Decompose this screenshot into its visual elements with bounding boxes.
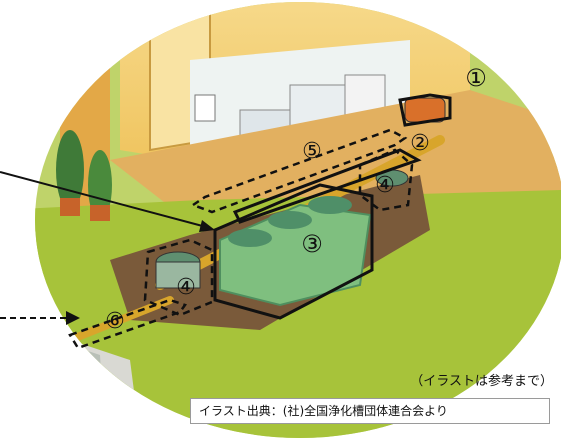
plant-1 — [56, 130, 84, 210]
plant-2 — [88, 150, 112, 220]
label-1: ① — [465, 64, 487, 92]
tank-lid-1 — [228, 229, 272, 247]
region-6-outline — [68, 298, 188, 350]
label-6: ⑥ — [105, 309, 125, 334]
tank-lid-2 — [268, 211, 312, 229]
label-4a: ④ — [176, 275, 196, 300]
reference-note: （イラストは参考まで） — [410, 374, 553, 389]
arrow-head-inflow — [199, 220, 215, 232]
region-5-outline — [190, 128, 408, 214]
label-4b: ④ — [375, 173, 395, 198]
tank-lid-3 — [308, 196, 352, 214]
label-3: ③ — [301, 230, 323, 258]
arrow-head-outflow — [66, 311, 80, 325]
label-2: ② — [410, 131, 430, 156]
manhole-4a-body — [155, 261, 201, 289]
region-4b-outline — [358, 148, 414, 212]
region-4a-outline — [143, 238, 214, 317]
gutter — [40, 340, 105, 438]
label-5: ⑤ — [302, 139, 322, 164]
arrow-line-inflow — [0, 171, 211, 229]
pot-2 — [90, 205, 110, 221]
toilet-tank — [194, 94, 216, 122]
region-3-outline — [213, 183, 374, 320]
pot-1 — [60, 198, 80, 216]
illustration-credit: イラスト出典：(社)全国浄化槽団体連合会より — [190, 398, 550, 424]
region-1-outline — [398, 93, 452, 127]
